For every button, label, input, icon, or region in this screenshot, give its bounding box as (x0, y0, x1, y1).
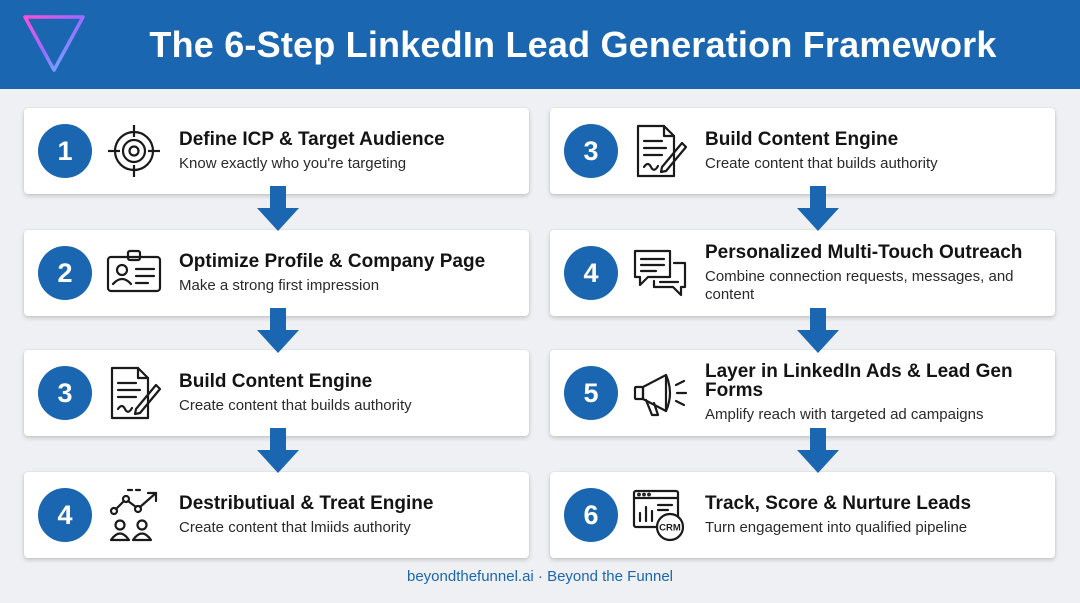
arrow-down-icon (796, 308, 840, 354)
arrow-down-icon (796, 186, 840, 232)
step-card: 5 Layer in LinkedIn Ads & Lead Gen Forms… (550, 350, 1055, 436)
step-number: 6 (564, 488, 618, 542)
step-subtitle: Turn engagement into qualified pipeline (705, 518, 968, 536)
arrow-down-icon (256, 428, 300, 474)
step-card: 3 Build Content Engine Create content th… (550, 108, 1055, 194)
step-number: 5 (564, 366, 618, 420)
step-title: Build Content Engine (705, 128, 899, 150)
network-chart-icon (106, 487, 162, 543)
step-card: 6 CRM Track, Score & Nurture Leads Turn … (550, 472, 1055, 558)
step-subtitle: Combine connection requests, messages, a… (705, 267, 1014, 303)
step-subtitle: Create content that builds authority (705, 154, 938, 172)
target-icon (106, 123, 162, 179)
step-number: 1 (38, 124, 92, 178)
header-banner: The 6-Step LinkedIn Lead Generation Fram… (0, 0, 1080, 89)
step-number: 4 (38, 488, 92, 542)
step-number: 2 (38, 246, 92, 300)
step-subtitle: Create content that builds authority (179, 396, 412, 414)
step-card: 2 Optimize Profile & Company Page Make a… (24, 230, 529, 316)
step-title: Optimize Profile & Company Page (179, 250, 486, 272)
funnel-logo-icon (22, 14, 86, 72)
step-card: 4 Destributiual & Treat Engine Create co… (24, 472, 529, 558)
document-pen-icon (106, 365, 162, 421)
page-title: The 6-Step LinkedIn Lead Generation Fram… (149, 23, 997, 65)
step-title: Personalized Multi-Touch Outreach (705, 241, 1023, 263)
crm-dashboard-icon: CRM (632, 487, 688, 543)
step-subtitle: Know exactly who you're targeting (179, 154, 407, 172)
step-subtitle: Amplify reach with targeted ad campaigns (705, 406, 984, 423)
step-card: 1 Define ICP & Target Audience Know exac… (24, 108, 529, 194)
arrow-down-icon (796, 428, 840, 474)
document-pen-icon (632, 123, 688, 179)
arrow-down-icon (256, 308, 300, 354)
step-title: Track, Score & Nurture Leads (705, 492, 972, 514)
id-card-icon (106, 245, 162, 301)
step-number: 4 (564, 246, 618, 300)
step-card: 3 Build Content Engine Create content th… (24, 350, 529, 436)
chat-bubbles-icon (632, 245, 688, 301)
step-subtitle: Make a strong first impression (179, 276, 380, 294)
megaphone-icon (632, 365, 688, 421)
footer-credit: beyondthefunnel.ai · Beyond the Funnel (406, 568, 674, 585)
crm-label: CRM (659, 523, 681, 534)
step-title: Destributiual & Treat Engine (179, 492, 434, 514)
step-number: 3 (564, 124, 618, 178)
step-title: Define ICP & Target Audience (179, 128, 445, 150)
step-subtitle: Create content that lmiids authority (179, 518, 411, 536)
step-title: Build Content Engine (179, 370, 373, 392)
step-number: 3 (38, 366, 92, 420)
step-title: Layer in LinkedIn Ads & Lead Gen Forms (705, 361, 1013, 401)
arrow-down-icon (256, 186, 300, 232)
step-card: 4 Personalized Multi-Touch Outreach Comb… (550, 230, 1055, 316)
